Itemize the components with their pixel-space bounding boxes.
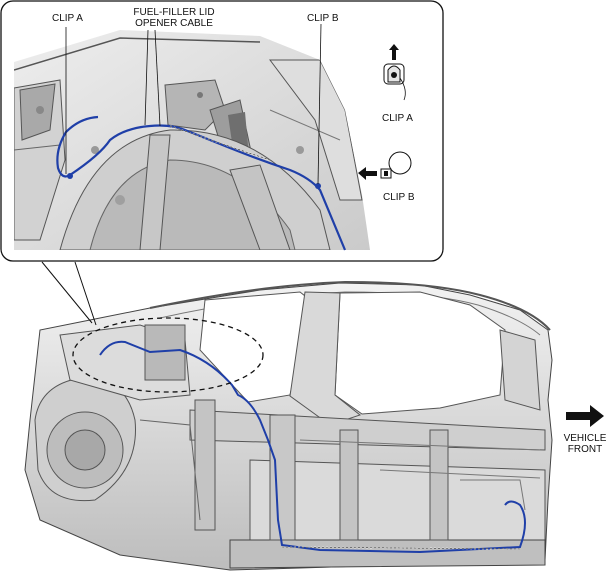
cable-label-line2: OPENER CABLE: [135, 18, 213, 29]
detail-illustration: [14, 30, 370, 250]
detail-callout: [0, 0, 444, 262]
clip-b-marker: [315, 183, 321, 189]
clip-b-leader: [317, 23, 322, 185]
callout-leader-right: [74, 261, 97, 326]
fuel-filler-cable-route: [99, 340, 526, 554]
cable-leader-2: [154, 29, 161, 127]
cable-label-line1: FUEL-FILLER LID: [133, 7, 215, 18]
detail-cable-route: [56, 115, 347, 251]
callout-leader-left: [41, 261, 93, 324]
arrow-left-icon: [358, 167, 377, 180]
clip-a-legend-label: CLIP A: [382, 113, 413, 124]
cable-callout-label: FUEL-FILLER LID OPENER CABLE: [124, 7, 224, 29]
arrow-up-icon: [389, 44, 399, 60]
clip-b-callout-label: CLIP B: [307, 13, 339, 24]
cable-leader-1: [144, 29, 149, 126]
arrow-right-icon: [566, 405, 604, 427]
vehicle-body-illustration: [24, 280, 553, 571]
clip-b-legend-label: CLIP B: [383, 192, 415, 203]
vehicle-front-line1: VEHICLE: [563, 433, 607, 444]
clip-a-icon: [383, 44, 406, 101]
zoom-area-ellipse: [72, 317, 264, 393]
vehicle-front-label: VEHICLE FRONT: [560, 433, 610, 455]
clip-a-callout-label: CLIP A: [52, 13, 83, 24]
clip-a-marker: [67, 173, 73, 179]
clip-b-icon: [358, 151, 412, 180]
vehicle-front-line2: FRONT: [567, 444, 603, 455]
